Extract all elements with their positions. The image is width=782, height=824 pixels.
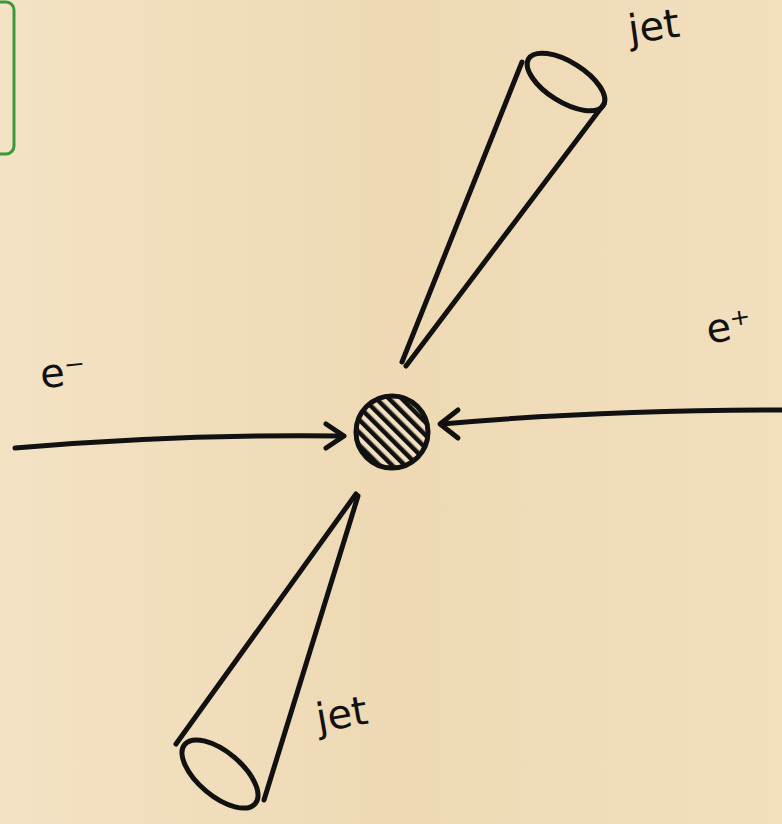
particle-label: e⁻ bbox=[38, 350, 88, 395]
jet-cone-mouth bbox=[518, 42, 614, 123]
green-box bbox=[0, 2, 14, 154]
arrowhead bbox=[440, 410, 458, 438]
particle-label: jet bbox=[625, 3, 681, 50]
jet-cone-edge bbox=[402, 62, 522, 362]
arrowhead bbox=[326, 424, 344, 448]
electron-beam bbox=[15, 436, 340, 448]
particle-label: jet bbox=[313, 690, 371, 738]
collision-blob bbox=[356, 396, 428, 468]
particle-label: e⁺ bbox=[703, 302, 755, 349]
jet-cone-edge bbox=[264, 496, 358, 800]
positron-beam bbox=[442, 410, 782, 424]
jet-cone-edge bbox=[406, 104, 604, 366]
jet-cone-mouth bbox=[171, 728, 270, 821]
